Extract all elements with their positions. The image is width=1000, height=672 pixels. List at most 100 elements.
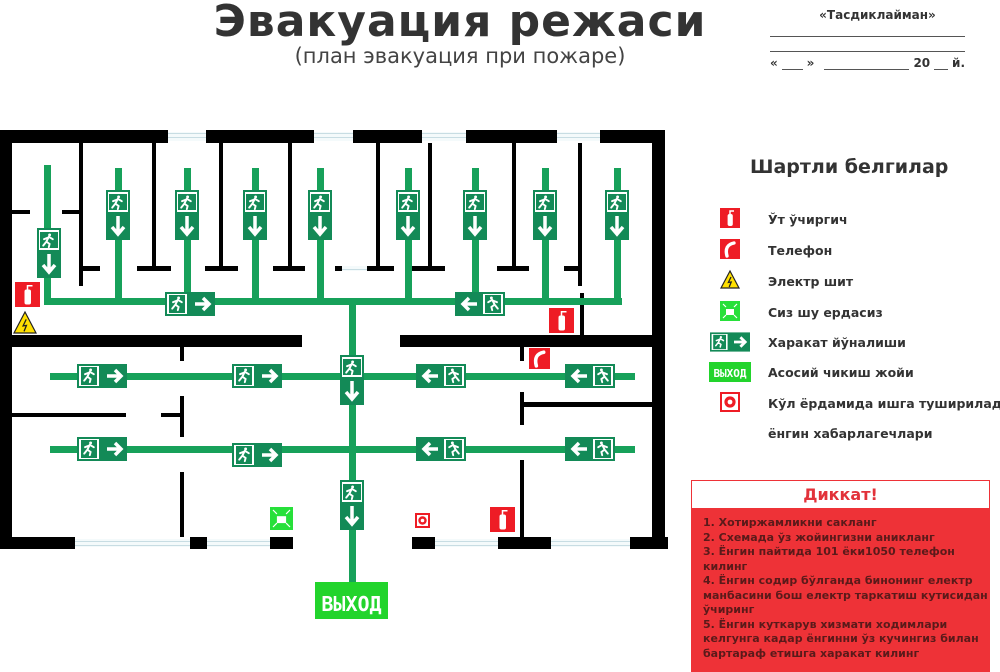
running-man-icon xyxy=(448,441,460,457)
evacuation-floor-plan: ВЫХОД xyxy=(0,130,668,619)
wall xyxy=(466,130,557,143)
fire-alarm-button-icon-slot xyxy=(708,391,752,415)
wall xyxy=(270,537,293,549)
legend-label: Ўт ўчиргич xyxy=(768,211,848,227)
main-exit-sign: ВЫХОД xyxy=(315,582,388,619)
running-man-icon xyxy=(487,296,499,312)
wall xyxy=(367,266,394,271)
wall xyxy=(273,266,305,271)
you-are-here-icon xyxy=(270,507,293,530)
running-man-icon xyxy=(238,368,250,384)
legend-item: Телефон xyxy=(708,238,832,262)
window xyxy=(314,132,353,141)
arrow-right-icon xyxy=(262,447,279,463)
you-are-here-icon xyxy=(720,301,740,321)
wall xyxy=(219,143,223,268)
legend-item: Сиз шу ердасиз xyxy=(708,300,883,324)
legend-item: Электр шит xyxy=(708,269,853,293)
year-prefix: 20 xyxy=(913,56,931,70)
page-title: Эвакуация режаси xyxy=(213,0,707,47)
window xyxy=(168,132,206,141)
exit-direction-sign-right xyxy=(232,364,282,388)
fire-extinguisher-icon xyxy=(15,282,40,307)
running-man-icon xyxy=(448,368,460,384)
wall xyxy=(376,143,380,268)
exit-direction-sign-left xyxy=(565,437,615,461)
arrow-right-icon xyxy=(107,441,124,457)
exit-direction-icon-slot xyxy=(708,330,752,354)
window xyxy=(435,539,498,547)
date-open-quote: « xyxy=(770,56,778,70)
approval-heading: «Тасдиклайман» xyxy=(819,8,936,22)
wall xyxy=(152,143,156,268)
exit-direction-sign-left xyxy=(565,364,615,388)
legend-label: Кўл ёрдамида ишга тушириладиган xyxy=(768,395,1000,411)
phone-icon xyxy=(529,348,550,369)
arrow-left-icon xyxy=(460,296,477,312)
legend-item: ёнгин хабарлагечлари xyxy=(708,421,932,445)
exit-direction-sign-down xyxy=(243,190,267,240)
route-line xyxy=(50,446,635,453)
arrow-right-icon xyxy=(195,296,212,312)
wall xyxy=(580,293,584,335)
approval-block: «Тасдиклайман» « » 20 й. xyxy=(770,8,965,70)
arrow-down-icon xyxy=(609,216,625,237)
arrow-right-icon xyxy=(262,368,279,384)
exit-direction-sign-down xyxy=(106,190,130,240)
window xyxy=(422,132,466,141)
arrow-down-icon xyxy=(467,216,483,237)
date-close-quote: » xyxy=(806,56,815,70)
wall xyxy=(412,266,445,271)
wall xyxy=(578,143,582,286)
fire-alarm-button-icon xyxy=(415,513,430,528)
attention-item: 5. Ёнгин куткарув хизмати ходимлари келг… xyxy=(703,617,979,660)
arrow-down-icon xyxy=(344,381,360,402)
legend-label: Телефон xyxy=(768,242,833,258)
arrow-left-icon xyxy=(570,368,587,384)
wall xyxy=(652,130,665,549)
fire-extinguisher-icon xyxy=(549,308,574,333)
running-man-icon xyxy=(248,195,260,211)
running-man-icon xyxy=(597,368,609,384)
wall xyxy=(400,335,652,347)
wall xyxy=(205,266,238,271)
running-man-icon xyxy=(714,335,725,348)
exit-direction-sign-down xyxy=(175,190,199,240)
arrow-left-icon xyxy=(421,368,438,384)
electric-panel-icon-slot xyxy=(708,269,752,293)
electric-panel-icon xyxy=(720,269,740,289)
running-man-icon xyxy=(83,441,95,457)
wall xyxy=(79,143,83,286)
wall xyxy=(12,413,126,417)
legend-item: Кўл ёрдамида ишга тушириладиган xyxy=(708,391,1000,415)
running-man-icon xyxy=(610,195,622,211)
route-line xyxy=(44,298,622,305)
wall xyxy=(564,266,580,271)
approval-date: « » 20 й. xyxy=(770,56,965,70)
month-blank xyxy=(824,69,910,70)
arrow-down-icon xyxy=(537,216,553,237)
wall xyxy=(12,335,302,347)
year-suffix: й. xyxy=(952,56,965,70)
exit-direction-sign-down xyxy=(605,190,629,240)
exit-direction-sign-left xyxy=(416,437,466,461)
wall xyxy=(137,266,171,271)
window xyxy=(551,539,630,547)
legend-label: Сиз шу ердасиз xyxy=(768,304,883,320)
running-man-icon xyxy=(171,296,183,312)
wall xyxy=(0,130,168,143)
running-man-icon xyxy=(597,441,609,457)
wall xyxy=(520,392,524,425)
wall xyxy=(428,143,432,268)
legend-label: Электр шит xyxy=(768,273,854,289)
running-man-icon xyxy=(111,195,123,211)
running-man-icon xyxy=(238,447,250,463)
exit-direction-sign-down xyxy=(463,190,487,240)
wall xyxy=(520,347,524,361)
running-man-icon xyxy=(538,195,550,211)
window xyxy=(75,539,190,547)
fire-alarm-button-icon xyxy=(720,392,740,412)
running-man-icon xyxy=(345,485,357,501)
signature-line xyxy=(770,37,965,52)
wall xyxy=(206,130,314,143)
